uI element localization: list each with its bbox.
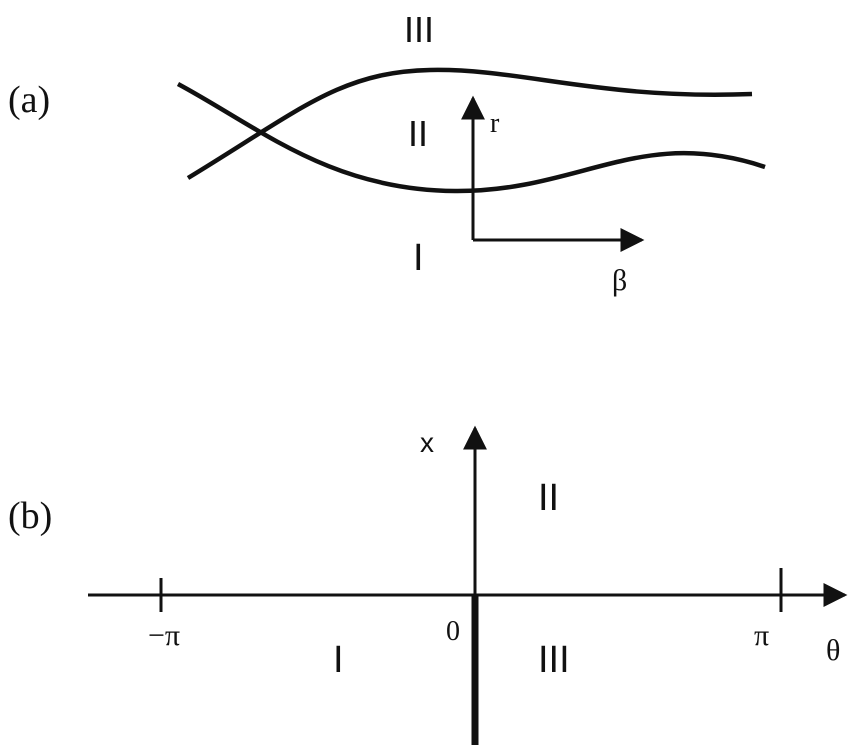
x-axis-label: x [420, 427, 434, 458]
region-label-i: I [413, 237, 424, 279]
upper-curve [186, 67, 753, 180]
panel-b: (b) x θ −π 0 π II I III [8, 425, 848, 745]
panel-b-label: (b) [8, 495, 52, 537]
region-label-iii: III [404, 9, 434, 50]
region-label-i: I [333, 639, 344, 681]
tick-label-origin: 0 [446, 616, 460, 647]
lower-curve [176, 82, 766, 194]
theta-axis-label: θ [826, 634, 840, 667]
tick-label-pi: π [754, 619, 769, 652]
tick-label-minus-pi: −π [148, 619, 180, 652]
region-label-iii: III [538, 639, 570, 681]
beta-axis-label: β [612, 264, 627, 297]
region-label-ii: II [538, 477, 559, 519]
region-label-ii: II [408, 113, 428, 154]
r-axis-label: r [490, 108, 500, 139]
panel-a: (a) r β III II I [8, 9, 766, 297]
panel-a-label: (a) [8, 79, 50, 121]
